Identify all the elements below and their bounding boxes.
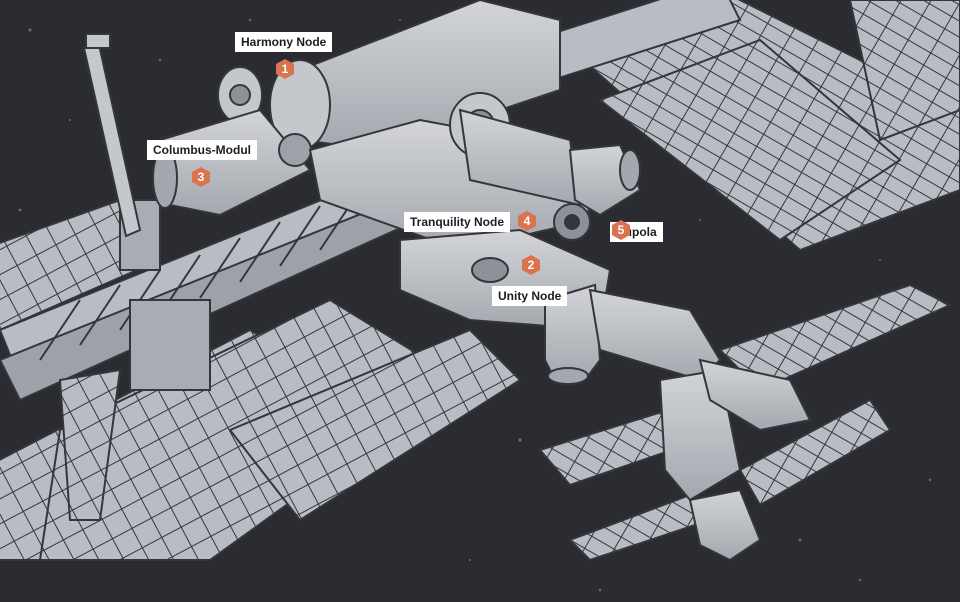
russian-segment [588,288,812,562]
hexagon-icon [192,167,210,187]
marker-2[interactable]: 2 [520,254,542,276]
cupola-module [553,143,642,241]
marker-number: 3 [197,170,205,184]
marker-number: 4 [523,214,531,228]
label-tranquility-node: Tranquility Node [404,212,511,232]
hexagon-icon [612,220,630,240]
marker-number: 2 [527,258,535,272]
marker-1[interactable]: 1 [274,58,296,80]
hexagon-icon [276,59,294,79]
marker-number: 1 [281,62,289,76]
marker-number: 5 [617,223,625,237]
label-unity-node: Unity Node [492,286,568,306]
hexagon-icon [522,255,540,275]
marker-4[interactable]: 4 [516,210,538,232]
hexagon-icon [518,211,536,231]
label-columbus-modul: Columbus-Modul [147,140,257,160]
label-harmony-node: Harmony Node [235,32,333,52]
robotic-arm [82,33,142,238]
solar-array-upper-right [557,0,960,252]
marker-5[interactable]: 5 [610,219,632,241]
marker-3[interactable]: 3 [190,166,212,188]
